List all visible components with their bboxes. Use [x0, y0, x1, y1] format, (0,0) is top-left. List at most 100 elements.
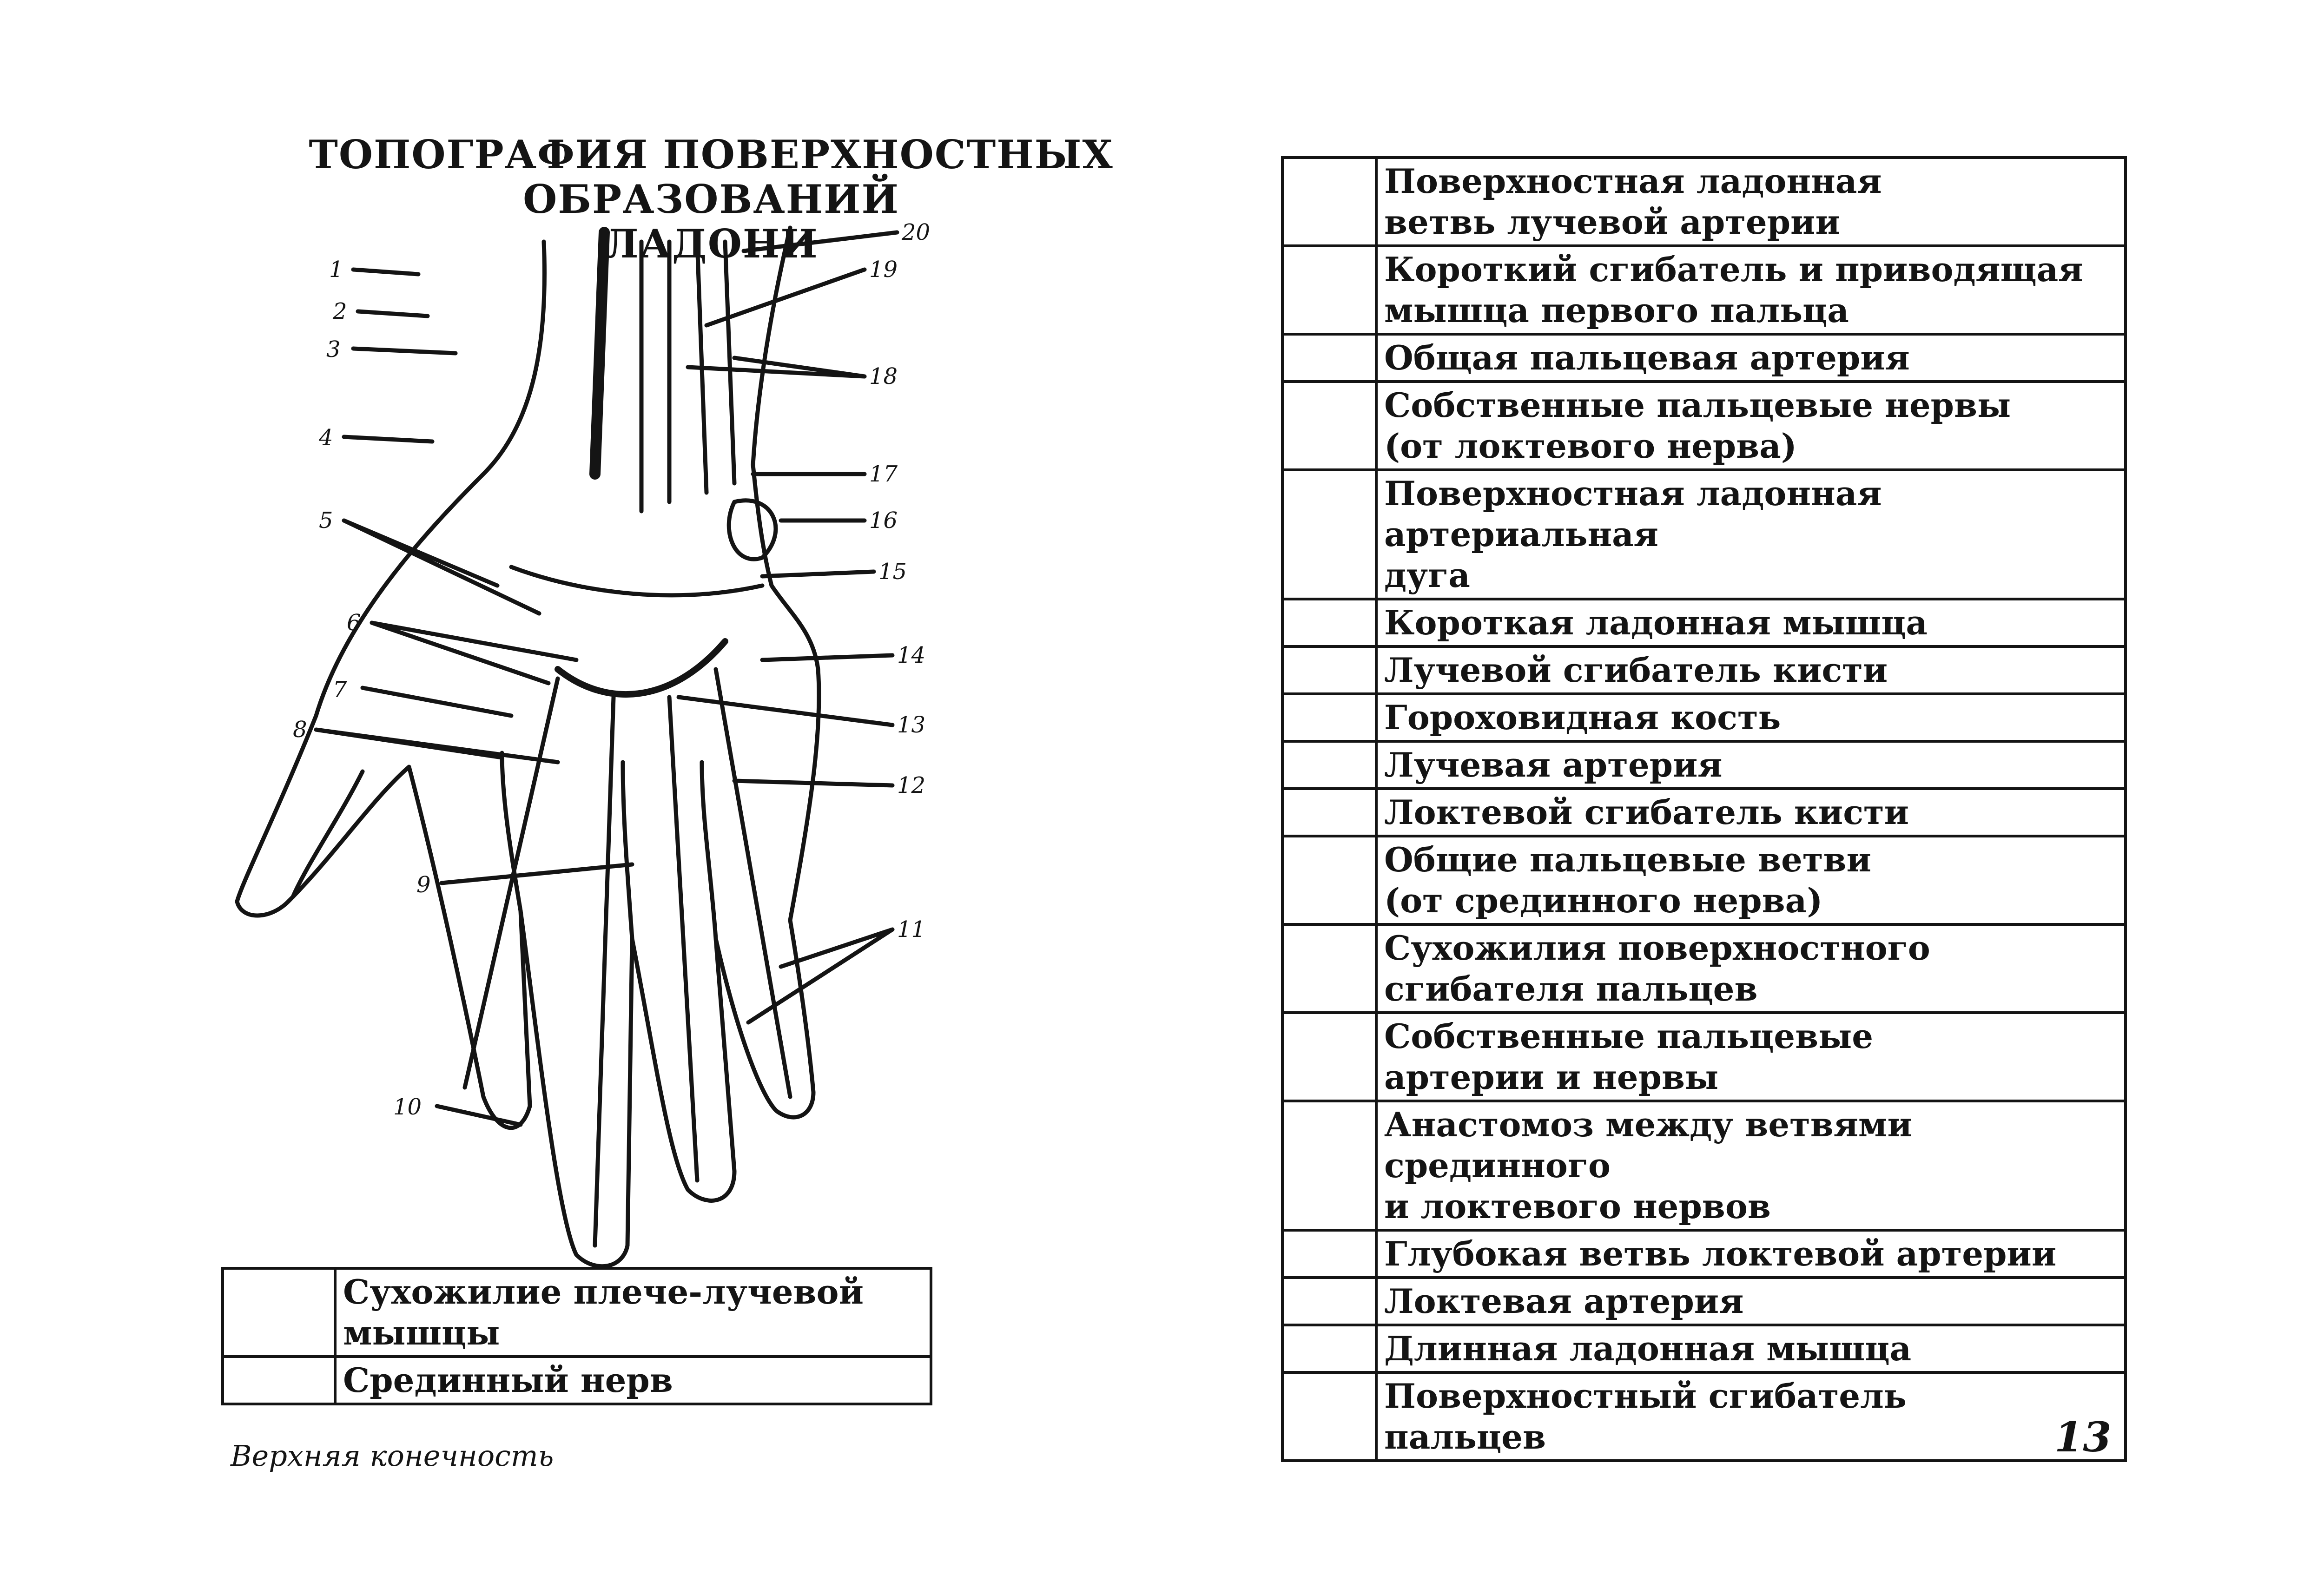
leader-10 [435, 1104, 523, 1127]
finger-tendon-2 [593, 695, 616, 1248]
legend-text: Глубокая ветвь локтевой артерии [1375, 1229, 2127, 1279]
leader-15 [760, 569, 876, 579]
legend-text-line: и локтевого нервов [1384, 1186, 1771, 1226]
answer-cell[interactable] [1281, 1371, 1378, 1462]
finger-line-1 [500, 751, 523, 913]
answer-cell[interactable] [1281, 692, 1378, 743]
leader-9 [439, 862, 634, 885]
finger-tendon-4 [713, 667, 792, 1099]
callout-19: 19 [869, 257, 898, 283]
callout-13: 13 [897, 712, 926, 738]
leader-11 [746, 927, 895, 1025]
hand-palm-diagram: 1 2 3 4 5 6 7 8 9 10 11 12 13 14 15 16 1… [223, 214, 985, 1283]
legend-text-line: Лучевая артерия [1384, 745, 1723, 784]
legend-text-line: Анастомоз между ветвями срединного [1384, 1105, 1912, 1185]
answer-cell[interactable] [1281, 468, 1378, 600]
leader-5 [342, 518, 541, 616]
answer-cell[interactable] [1281, 835, 1378, 926]
callout-2: 2 [333, 298, 347, 324]
answer-cell[interactable] [1281, 923, 1378, 1014]
legend-text: Общая пальцевая артерия [1375, 333, 2127, 383]
callout-7: 7 [333, 677, 347, 703]
legend-row: Гороховидная кость [1281, 692, 2127, 743]
answer-cell[interactable] [1281, 156, 1378, 247]
legend-row: Собственные пальцевые нервы(от локтевого… [1281, 380, 2127, 471]
page-title: ТОПОГРАФИЯ ПОВЕРХНОСТНЫХ ОБРАЗОВАНИЙ ЛАД… [177, 132, 1246, 266]
legend-text-line: артерии и нервы [1384, 1057, 1719, 1097]
answer-cell[interactable] [221, 1267, 337, 1358]
answer-cell[interactable] [1281, 333, 1378, 383]
answer-cell[interactable] [221, 1355, 337, 1405]
callout-17: 17 [869, 461, 898, 487]
leader-13 [676, 695, 895, 727]
legend-row: Короткая ладонная мышца [1281, 598, 2127, 648]
pisiform-bone [726, 498, 778, 561]
legend-text-line: дуга [1384, 555, 1470, 595]
legend-text: Собственные пальцевые нервы(от локтевого… [1375, 380, 2127, 471]
thumb-contour [290, 769, 365, 899]
finger-line-3 [700, 760, 718, 941]
answer-cell[interactable] [1281, 1011, 1378, 1102]
legend-text-line: Глубокая ветвь локтевой артерии [1384, 1234, 2057, 1273]
legend-row: Длинная ладонная мышца [1281, 1324, 2127, 1374]
legend-row: Глубокая ветвь локтевой артерии [1281, 1229, 2127, 1279]
legend-text-line: Общие пальцевые ветви [1384, 840, 1871, 879]
legend-text-line: ветвь лучевой артерии [1384, 202, 1840, 242]
leader-20 [741, 230, 899, 253]
legend-text: Длинная ладонная мышца [1375, 1324, 2127, 1374]
legend-text: Лучевой сгибатель кисти [1375, 645, 2127, 695]
answer-cell[interactable] [1281, 244, 1378, 336]
legend-text-line: Поверхностная ладонная [1384, 161, 1882, 201]
page-number: 13 [2054, 1413, 2112, 1461]
hand-illustration [235, 225, 899, 1269]
leader-8 [314, 727, 560, 765]
answer-cell[interactable] [1281, 1276, 1378, 1326]
answer-cell[interactable] [1281, 1100, 1378, 1232]
answer-cell[interactable] [1281, 740, 1378, 790]
legend-text: Локтевая артерия [1375, 1276, 2127, 1326]
finger-line-2 [621, 760, 634, 941]
legend-text-line: мышцы [343, 1313, 500, 1352]
legend-text-line: (от срединного нерва) [1384, 881, 1823, 920]
legend-text-line: Сухожилие плече-лучевой [343, 1272, 864, 1312]
callout-11: 11 [897, 916, 926, 942]
callout-1: 1 [329, 257, 343, 283]
answer-cell[interactable] [1281, 1324, 1378, 1374]
legend-text-line: Локтевая артерия [1384, 1281, 1744, 1321]
callout-20: 20 [902, 219, 931, 245]
legend-text-line: Лучевой сгибатель кисти [1384, 650, 1888, 690]
answer-cell[interactable] [1281, 787, 1378, 837]
legend-text-line: Локтевой сгибатель кисти [1384, 792, 1909, 832]
legend-text: Локтевой сгибатель кисти [1375, 787, 2127, 837]
tendon-5 [723, 239, 737, 486]
leader-14 [760, 653, 895, 662]
callout-5: 5 [319, 508, 333, 534]
answer-cell[interactable] [1281, 380, 1378, 471]
leader-3 [351, 346, 458, 356]
answer-cell[interactable] [1281, 645, 1378, 695]
palmar-arch [555, 638, 728, 698]
forearm-outline [235, 225, 821, 1269]
leader-18 [686, 356, 867, 379]
legend-text-line: Собственные пальцевые нервы [1384, 385, 2011, 425]
answer-cell[interactable] [1281, 598, 1378, 648]
tendon-1 [589, 227, 610, 480]
answer-cell[interactable] [1281, 1229, 1378, 1279]
legend-text: Общие пальцевые ветви(от срединного нерв… [1375, 835, 2127, 926]
legend-text-line: Короткая ладонная мышца [1384, 603, 1928, 642]
leader-4 [342, 435, 435, 444]
callout-4: 4 [319, 425, 333, 451]
legend-row: Лучевая артерия [1281, 740, 2127, 790]
legend-text: Короткая ладонная мышца [1375, 598, 2127, 648]
legend-text-line: сгибателя пальцев [1384, 969, 1758, 1008]
callout-16: 16 [869, 508, 898, 534]
